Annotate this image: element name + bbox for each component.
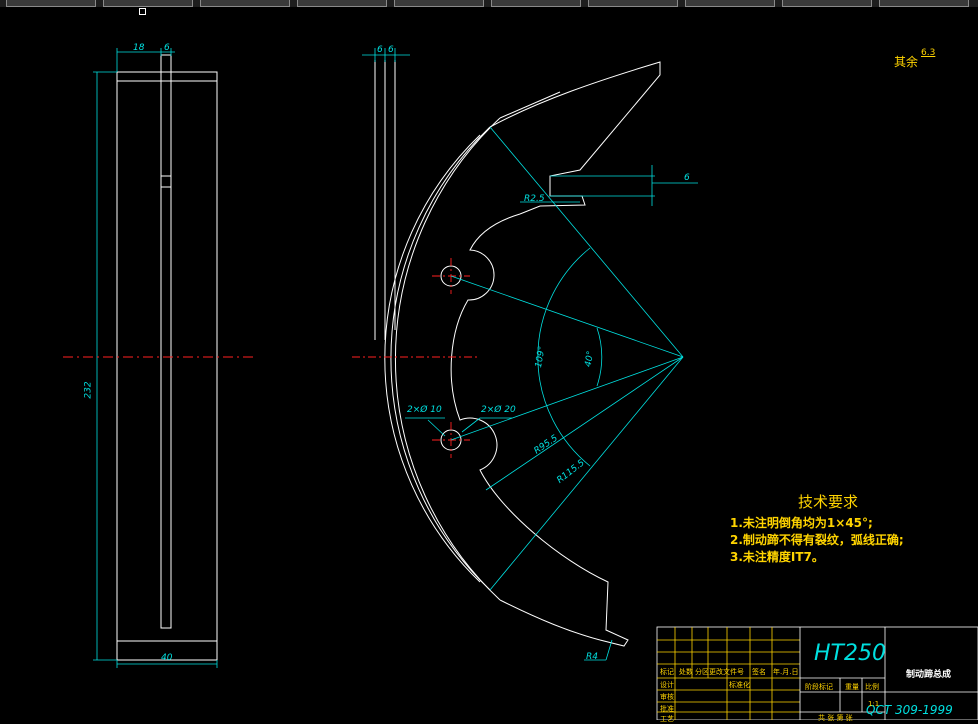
tb-left-label: 标准化 bbox=[729, 681, 750, 689]
side-view-outline bbox=[116, 71, 218, 661]
dim-r-small: R2.5 bbox=[524, 194, 545, 204]
selection-grip-icon[interactable] bbox=[139, 8, 146, 15]
toolbar-tab[interactable] bbox=[782, 0, 872, 7]
toolbar-strip bbox=[0, 0, 978, 7]
dim-hole-large: 2×Ø 20 bbox=[481, 405, 516, 415]
tech-requirement-item: 2.制动蹄不得有裂纹，弧线正确; bbox=[730, 533, 904, 547]
tb-left-label: 设计 bbox=[660, 681, 674, 689]
dim-r-tip: R4 bbox=[586, 652, 598, 662]
toolbar-tab[interactable] bbox=[394, 0, 484, 7]
dim-top-width: 18 bbox=[133, 43, 145, 53]
tb-row-label: 更改文件号 bbox=[709, 668, 744, 676]
toolbar-tab[interactable] bbox=[588, 0, 678, 7]
dim-height: 232 bbox=[83, 381, 94, 399]
tb-row-label: 签名 bbox=[752, 668, 766, 676]
material-label: HT250 bbox=[814, 641, 886, 666]
standard-number: QCT 309-1999 bbox=[866, 703, 953, 717]
tb-left-label: 审核 bbox=[660, 693, 674, 701]
side-view-dims bbox=[93, 48, 218, 668]
part-name: 制动蹄总成 bbox=[906, 670, 952, 680]
scale-label: 比例 bbox=[865, 683, 879, 691]
dim-top-thin: 6 bbox=[164, 43, 170, 53]
tech-requirement-item: 3.未注精度IT7。 bbox=[730, 550, 824, 564]
roughness-value: 6.3 bbox=[921, 48, 936, 58]
front-view[interactable] bbox=[374, 60, 661, 647]
web-plate bbox=[160, 54, 172, 629]
dim-section-a: 6 bbox=[377, 45, 383, 55]
tb-row-label: 年.月.日 bbox=[773, 668, 799, 676]
title-block[interactable] bbox=[656, 626, 978, 720]
tb-row-label: 分区 bbox=[695, 668, 709, 676]
toolbar-tab[interactable] bbox=[879, 0, 969, 7]
dim-section-b: 6 bbox=[388, 45, 394, 55]
tb-left-label: 工艺 bbox=[660, 715, 674, 723]
side-view[interactable] bbox=[116, 54, 218, 661]
dim-bottom-width: 40 bbox=[161, 653, 173, 663]
weight-label: 重量 bbox=[845, 683, 859, 691]
toolbar-tab[interactable] bbox=[200, 0, 290, 7]
tech-requirement-item: 1.未注明倒角均为1×45°; bbox=[730, 516, 873, 530]
toolbar-tab[interactable] bbox=[297, 0, 387, 7]
toolbar-tab[interactable] bbox=[6, 0, 96, 7]
dim-hole-small: 2×Ø 10 bbox=[407, 405, 442, 415]
stage-label: 阶段标记 bbox=[805, 683, 833, 691]
dim-slot: 6 bbox=[684, 173, 690, 183]
toolbar-tab[interactable] bbox=[103, 0, 193, 7]
tb-row-label: 标记 bbox=[660, 668, 674, 676]
scale-value: 1:1 bbox=[868, 700, 880, 708]
tb-row-label: 处数 bbox=[679, 668, 693, 676]
front-view-dims bbox=[362, 48, 698, 661]
front-centerlines bbox=[352, 258, 480, 458]
tech-requirements-title: 技术要求 bbox=[798, 493, 859, 511]
roughness-label: 其余 bbox=[894, 55, 919, 69]
sheet-label: 共 张 第 张 bbox=[818, 714, 853, 722]
toolbar-tab[interactable] bbox=[491, 0, 581, 7]
tb-left-label: 批准 bbox=[660, 705, 674, 713]
toolbar-tab[interactable] bbox=[685, 0, 775, 7]
